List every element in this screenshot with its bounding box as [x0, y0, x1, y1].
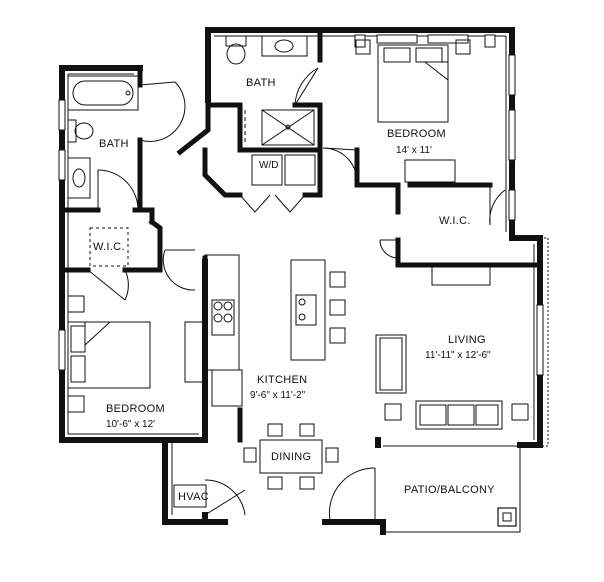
room-size-bedroom-master: 14' x 11': [396, 145, 432, 156]
room-size-bedroom-second: 10'-6" x 12': [106, 419, 155, 430]
master-bedroom-furniture: [355, 39, 471, 183]
interior-walls: [59, 32, 543, 448]
kitchen-fixtures: [204, 254, 346, 407]
room-label-bedroom-second: BEDROOM: [106, 403, 165, 415]
room-label-hvac: HVAC: [178, 491, 209, 503]
room-label-dining: DINING: [271, 451, 311, 463]
second-bedroom-furniture: [67, 227, 206, 413]
windows: [58, 34, 544, 376]
door-swings: [87, 67, 506, 521]
washer-dryer: [251, 154, 316, 186]
living-furniture: [375, 264, 529, 430]
dining-furniture: [243, 423, 339, 490]
room-label-kitchen: KITCHEN: [257, 374, 307, 386]
room-label-wic-master: W.I.C.: [439, 215, 471, 227]
left-bath-fixtures: [67, 75, 139, 199]
room-label-wd: W/D: [259, 160, 278, 171]
patio-outline: [165, 237, 549, 533]
room-label-living: LIVING: [448, 334, 486, 346]
master-bath-fixtures: [225, 35, 315, 146]
room-label-bath-second: BATH: [99, 138, 129, 150]
room-size-kitchen: 9'-6" x 11'-2": [250, 390, 306, 401]
room-label-wic-second: W.I.C.: [93, 241, 125, 253]
room-label-patio: PATIO/BALCONY: [404, 484, 495, 496]
hvac-box: [173, 484, 207, 508]
room-label-bedroom-master: BEDROOM: [387, 128, 446, 140]
room-size-living: 11'-11" x 12'-6": [425, 350, 491, 361]
room-label-bath-master: BATH: [246, 77, 276, 89]
